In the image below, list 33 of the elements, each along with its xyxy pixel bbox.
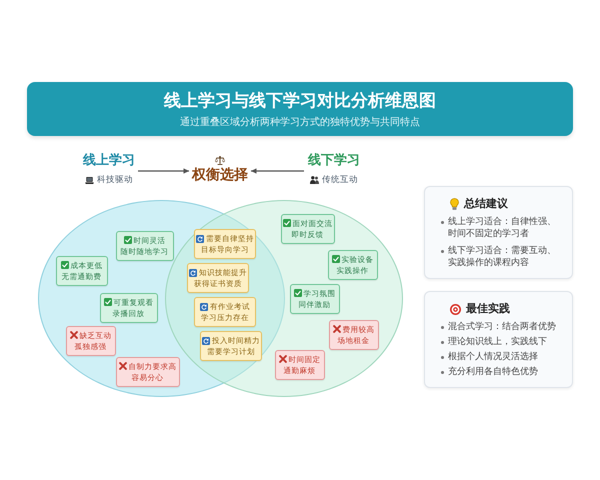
bullet-text: 线上学习适合：自律性强、时间不固定的学习者 <box>448 216 557 240</box>
drawback-box <box>66 326 116 356</box>
bullet-text: 理论知识线上，实践线下 <box>448 336 548 348</box>
panel-heading: 最佳实践 <box>466 302 510 316</box>
shared-trait-box <box>194 297 256 327</box>
advantage-box <box>328 250 378 280</box>
info-panel <box>424 186 573 279</box>
info-panel <box>424 291 573 388</box>
panel-heading: 总结建议 <box>464 197 508 211</box>
drawback-box <box>328 320 378 350</box>
bullet-text: 充分利用各自特色优势 <box>448 366 539 378</box>
shared-trait-box <box>194 229 256 259</box>
set-heading: 线上学习 <box>83 153 135 169</box>
bullet-text: 混合式学习：结合两者优势 <box>448 321 557 333</box>
set-subtitle: 科技驱动 <box>97 175 133 185</box>
title: 线上学习与线下学习对比分析维恩图 <box>164 91 436 112</box>
advantage-box <box>116 230 174 260</box>
bullet-text: 根据个人情况灵活选择 <box>448 351 539 363</box>
arrow <box>138 168 190 174</box>
bullet-text: 线下学习适合：需要互动、实践操作的课程内容 <box>448 245 557 269</box>
advantage-box <box>290 284 340 314</box>
drawback-box <box>116 356 180 386</box>
advantage-box <box>280 214 334 244</box>
set-heading: 线下学习 <box>308 153 360 169</box>
shared-trait-box <box>187 263 249 293</box>
set-subtitle: 传统互动 <box>322 175 358 185</box>
advantage-box <box>56 256 108 286</box>
subtitle: 通过重叠区域分析两种学习方式的独特优势与共同特点 <box>180 116 420 129</box>
center-label: 权衡选择 <box>192 166 248 184</box>
shared-trait-box <box>200 331 262 361</box>
arrow <box>250 168 304 174</box>
drawback-box <box>274 350 324 380</box>
advantage-box <box>100 292 158 322</box>
